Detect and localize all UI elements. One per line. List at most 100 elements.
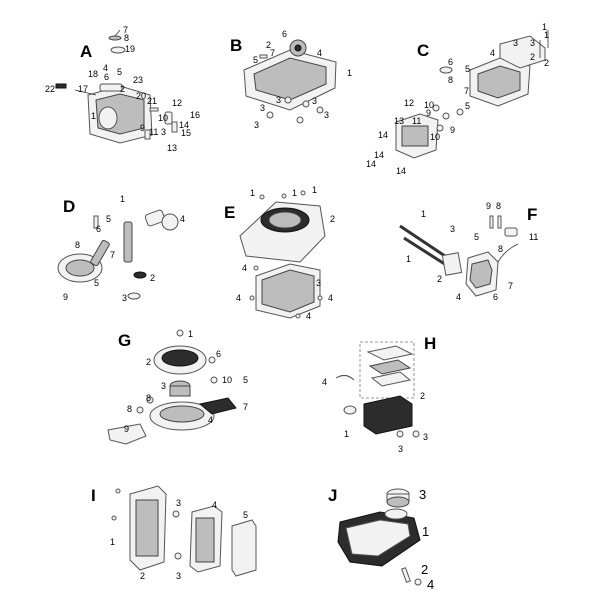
callout-label: 14 (179, 120, 189, 130)
panel-d-illustration (57, 209, 179, 300)
callout-label: 13 (167, 143, 177, 153)
panel-g-callouts: 1 2 6 3 10 5 8 8 7 9 4 (124, 329, 248, 434)
callout-label: 2 (120, 84, 125, 94)
callout-label: 3 (176, 571, 181, 581)
callout-label: 16 (190, 110, 200, 120)
callout-label: 12 (404, 98, 414, 108)
callout-label: 5 (106, 214, 111, 224)
callout-label: 1 (422, 524, 429, 539)
callout-label: 1 (406, 254, 411, 264)
panel-j-letter: J (328, 486, 337, 505)
callout-label: 4 (456, 292, 461, 302)
panel-j: J 3 1 2 4 (328, 486, 434, 592)
callout-label: 4 (208, 415, 213, 425)
callout-label: 1 (292, 188, 297, 198)
callout-label: 3 (161, 381, 166, 391)
callout-label: 2 (330, 214, 335, 224)
callout-label: 20 (136, 91, 146, 101)
panel-a-letter: A (80, 42, 92, 61)
callout-label: 1 (110, 537, 115, 547)
callout-label: 15 (181, 128, 191, 138)
panel-f-illustration (399, 215, 519, 297)
callout-label: 3 (450, 224, 455, 234)
callout-label: 8 (124, 33, 129, 43)
callout-label: 4 (490, 48, 495, 58)
callout-label: 17 (78, 84, 88, 94)
callout-label: 6 (96, 224, 101, 234)
panel-e-letter: E (224, 203, 235, 222)
callout-label: 14 (366, 159, 376, 169)
callout-label: 8 (127, 404, 132, 414)
callout-label: 3 (423, 432, 428, 442)
callout-label: 12 (172, 98, 182, 108)
callout-label: 23 (133, 75, 143, 85)
panel-i-illustration (111, 485, 257, 577)
callout-label: 2 (420, 391, 425, 401)
panel-a-illustration (55, 29, 178, 144)
panel-a: A 7 8 19 4 5 18 6 23 22 2 17 (45, 25, 200, 153)
callout-label: 2 (266, 40, 271, 50)
panel-c-letter: C (417, 41, 429, 60)
callout-label: 3 (398, 444, 403, 454)
callout-label: 18 (88, 69, 98, 79)
callout-label: 2 (437, 274, 442, 284)
callout-label: 8 (498, 244, 503, 254)
callout-label: 2 (146, 357, 151, 367)
callout-label: 3 (254, 120, 259, 130)
callout-label: 2 (140, 571, 145, 581)
callout-label: 11 (529, 232, 538, 242)
panel-d-letter: D (63, 197, 75, 216)
callout-label: 7 (110, 250, 115, 260)
callout-label: 8 (146, 393, 151, 403)
callout-label: 4 (322, 377, 327, 387)
callout-label: 11 (149, 127, 158, 137)
callout-label: 8 (496, 201, 501, 211)
callout-label: 3 (324, 110, 329, 120)
callout-label: 4 (306, 311, 311, 321)
callout-label: 14 (374, 150, 384, 160)
callout-label: 7 (123, 25, 128, 35)
panel-b: B 6 2 7 4 1 5 3 3 3 3 3 (230, 29, 352, 130)
callout-label: 9 (426, 108, 431, 118)
callout-label: 5 (465, 64, 470, 74)
callout-label: 4 (328, 293, 333, 303)
callout-label: 1 (312, 185, 317, 195)
panel-e-callouts: 1 1 1 2 4 3 4 4 4 (236, 185, 335, 321)
callout-label: 5 (117, 67, 122, 77)
panel-j-illustration (337, 488, 422, 586)
callout-label: 8 (448, 75, 453, 85)
panel-d: D 1 5 4 6 7 8 3 2 5 9 (57, 194, 185, 303)
callout-label: 6 (493, 292, 498, 302)
callout-label: 6 (104, 72, 109, 82)
callout-label: 5 (94, 278, 99, 288)
callout-label: 7 (243, 402, 248, 412)
callout-label: 3 (530, 38, 535, 48)
panel-b-callouts: 6 2 7 4 1 5 3 3 3 3 3 (253, 29, 352, 130)
panel-g-letter: G (118, 331, 131, 350)
callout-label: 3 (260, 103, 265, 113)
callout-label: 3 (316, 278, 321, 288)
callout-label: 4 (212, 500, 217, 510)
callout-label: 5 (243, 375, 248, 385)
callout-label: 3 (419, 487, 426, 502)
panel-d-callouts: 1 5 4 6 7 8 3 2 5 9 (63, 194, 185, 303)
panel-f-letter: F (527, 205, 537, 224)
callout-label: 9 (140, 123, 145, 133)
callout-label: 3 (513, 38, 518, 48)
callout-label: 1 (544, 30, 549, 40)
callout-label: 1 (120, 194, 125, 204)
panel-c-callouts: 1 3 2 4 6 5 8 1 3 2 7 12 10 9 5 11 13 9 … (366, 22, 549, 176)
callout-label: 13 (394, 116, 404, 126)
callout-label: 5 (474, 232, 479, 242)
callout-label: 10 (222, 375, 232, 385)
panel-b-letter: B (230, 36, 242, 55)
panel-h-letter: H (424, 334, 436, 353)
callout-label: 9 (124, 424, 129, 434)
callout-label: 2 (530, 52, 535, 62)
callout-label: 10 (158, 113, 168, 123)
panel-h: H 4 2 1 3 3 (322, 334, 436, 454)
callout-label: 7 (508, 281, 513, 291)
callout-label: 5 (465, 101, 470, 111)
callout-label: 6 (282, 29, 287, 39)
panel-g: G 1 2 6 3 10 5 8 8 7 9 4 (107, 329, 248, 445)
